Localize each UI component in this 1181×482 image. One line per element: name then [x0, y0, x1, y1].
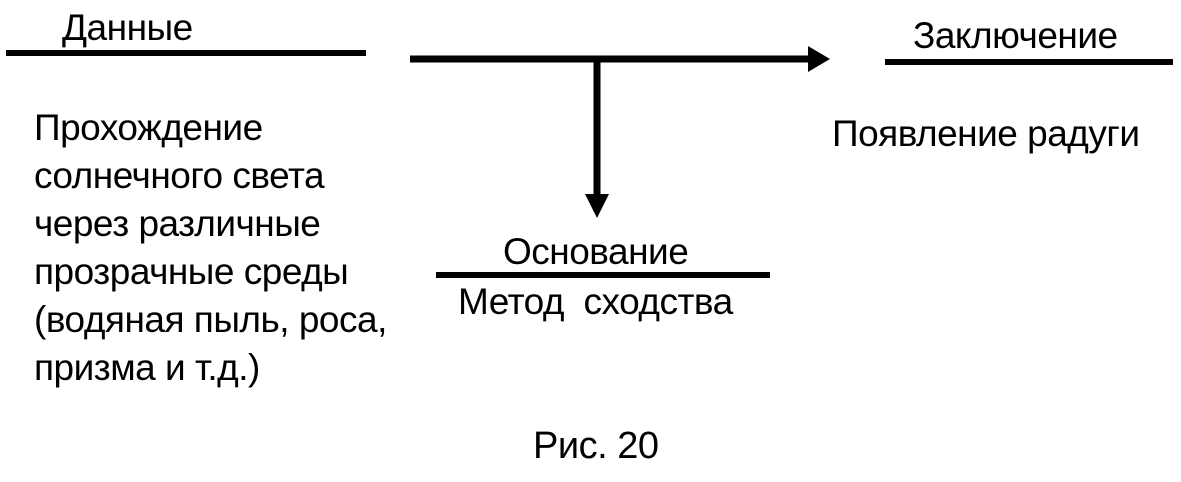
basis-heading: Основание — [503, 231, 689, 272]
data-description-line: Прохождение — [34, 107, 263, 148]
basis-arrow-head — [585, 194, 609, 218]
inference-arrow-head — [808, 46, 830, 72]
data-heading: Данные — [62, 7, 193, 48]
data-description-line: призма и т.д.) — [34, 347, 260, 388]
data-underline — [6, 50, 366, 56]
basis-text: Метод сходства — [458, 281, 733, 322]
data-description-line: солнечного света — [34, 155, 325, 196]
data-description: Прохождение солнечного света через разли… — [34, 104, 387, 392]
conclusion-text: Появление радуги — [832, 113, 1140, 154]
basis-underline — [436, 272, 770, 278]
conclusion-heading: Заключение — [913, 15, 1118, 56]
data-description-line: (водяная пыль, роса, — [34, 299, 387, 340]
data-description-line: через различные — [34, 203, 321, 244]
conclusion-underline — [885, 59, 1173, 65]
figure-caption: Рис. 20 — [533, 425, 659, 467]
data-description-line: прозрачные среды — [34, 251, 349, 292]
